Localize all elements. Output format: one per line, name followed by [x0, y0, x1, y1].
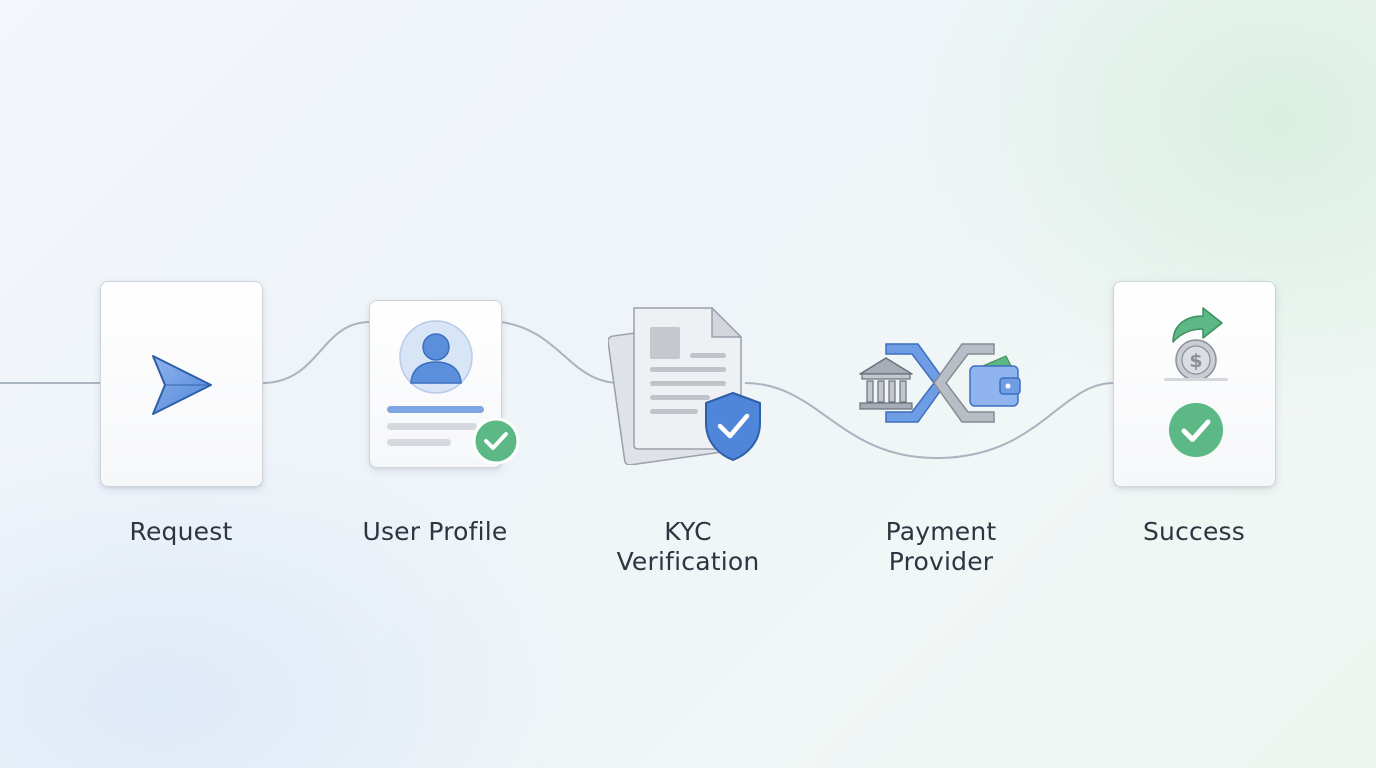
coin-dollar-icon: $	[1164, 339, 1228, 381]
request-label: Request	[129, 517, 233, 546]
profile-check-badge-icon	[472, 417, 520, 465]
payment-provider-label: Payment Provider	[885, 517, 997, 576]
bank-wallet-exchange-icon	[859, 343, 1021, 423]
green-return-arrow-icon	[1172, 307, 1223, 343]
success-card: $	[1113, 281, 1276, 487]
profile-line-accent	[387, 406, 484, 413]
document-shield-icon	[608, 307, 761, 465]
connector-path	[0, 321, 1115, 460]
user-profile-label: User Profile	[362, 517, 508, 546]
svg-text:$: $	[1189, 350, 1202, 372]
kyc-verification-label: KYC Verification	[616, 517, 760, 576]
send-arrow-icon	[152, 355, 212, 415]
user-avatar-icon	[399, 320, 473, 394]
profile-line-gray-1	[387, 423, 477, 430]
wallet-icon	[969, 355, 1021, 407]
success-check-icon	[1169, 403, 1223, 457]
exchange-arrows-icon	[885, 343, 947, 423]
profile-line-gray-2	[387, 439, 451, 446]
success-label: Success	[1142, 517, 1246, 546]
request-card	[100, 281, 263, 487]
shield-check-icon	[705, 392, 761, 461]
bank-icon	[859, 357, 913, 410]
